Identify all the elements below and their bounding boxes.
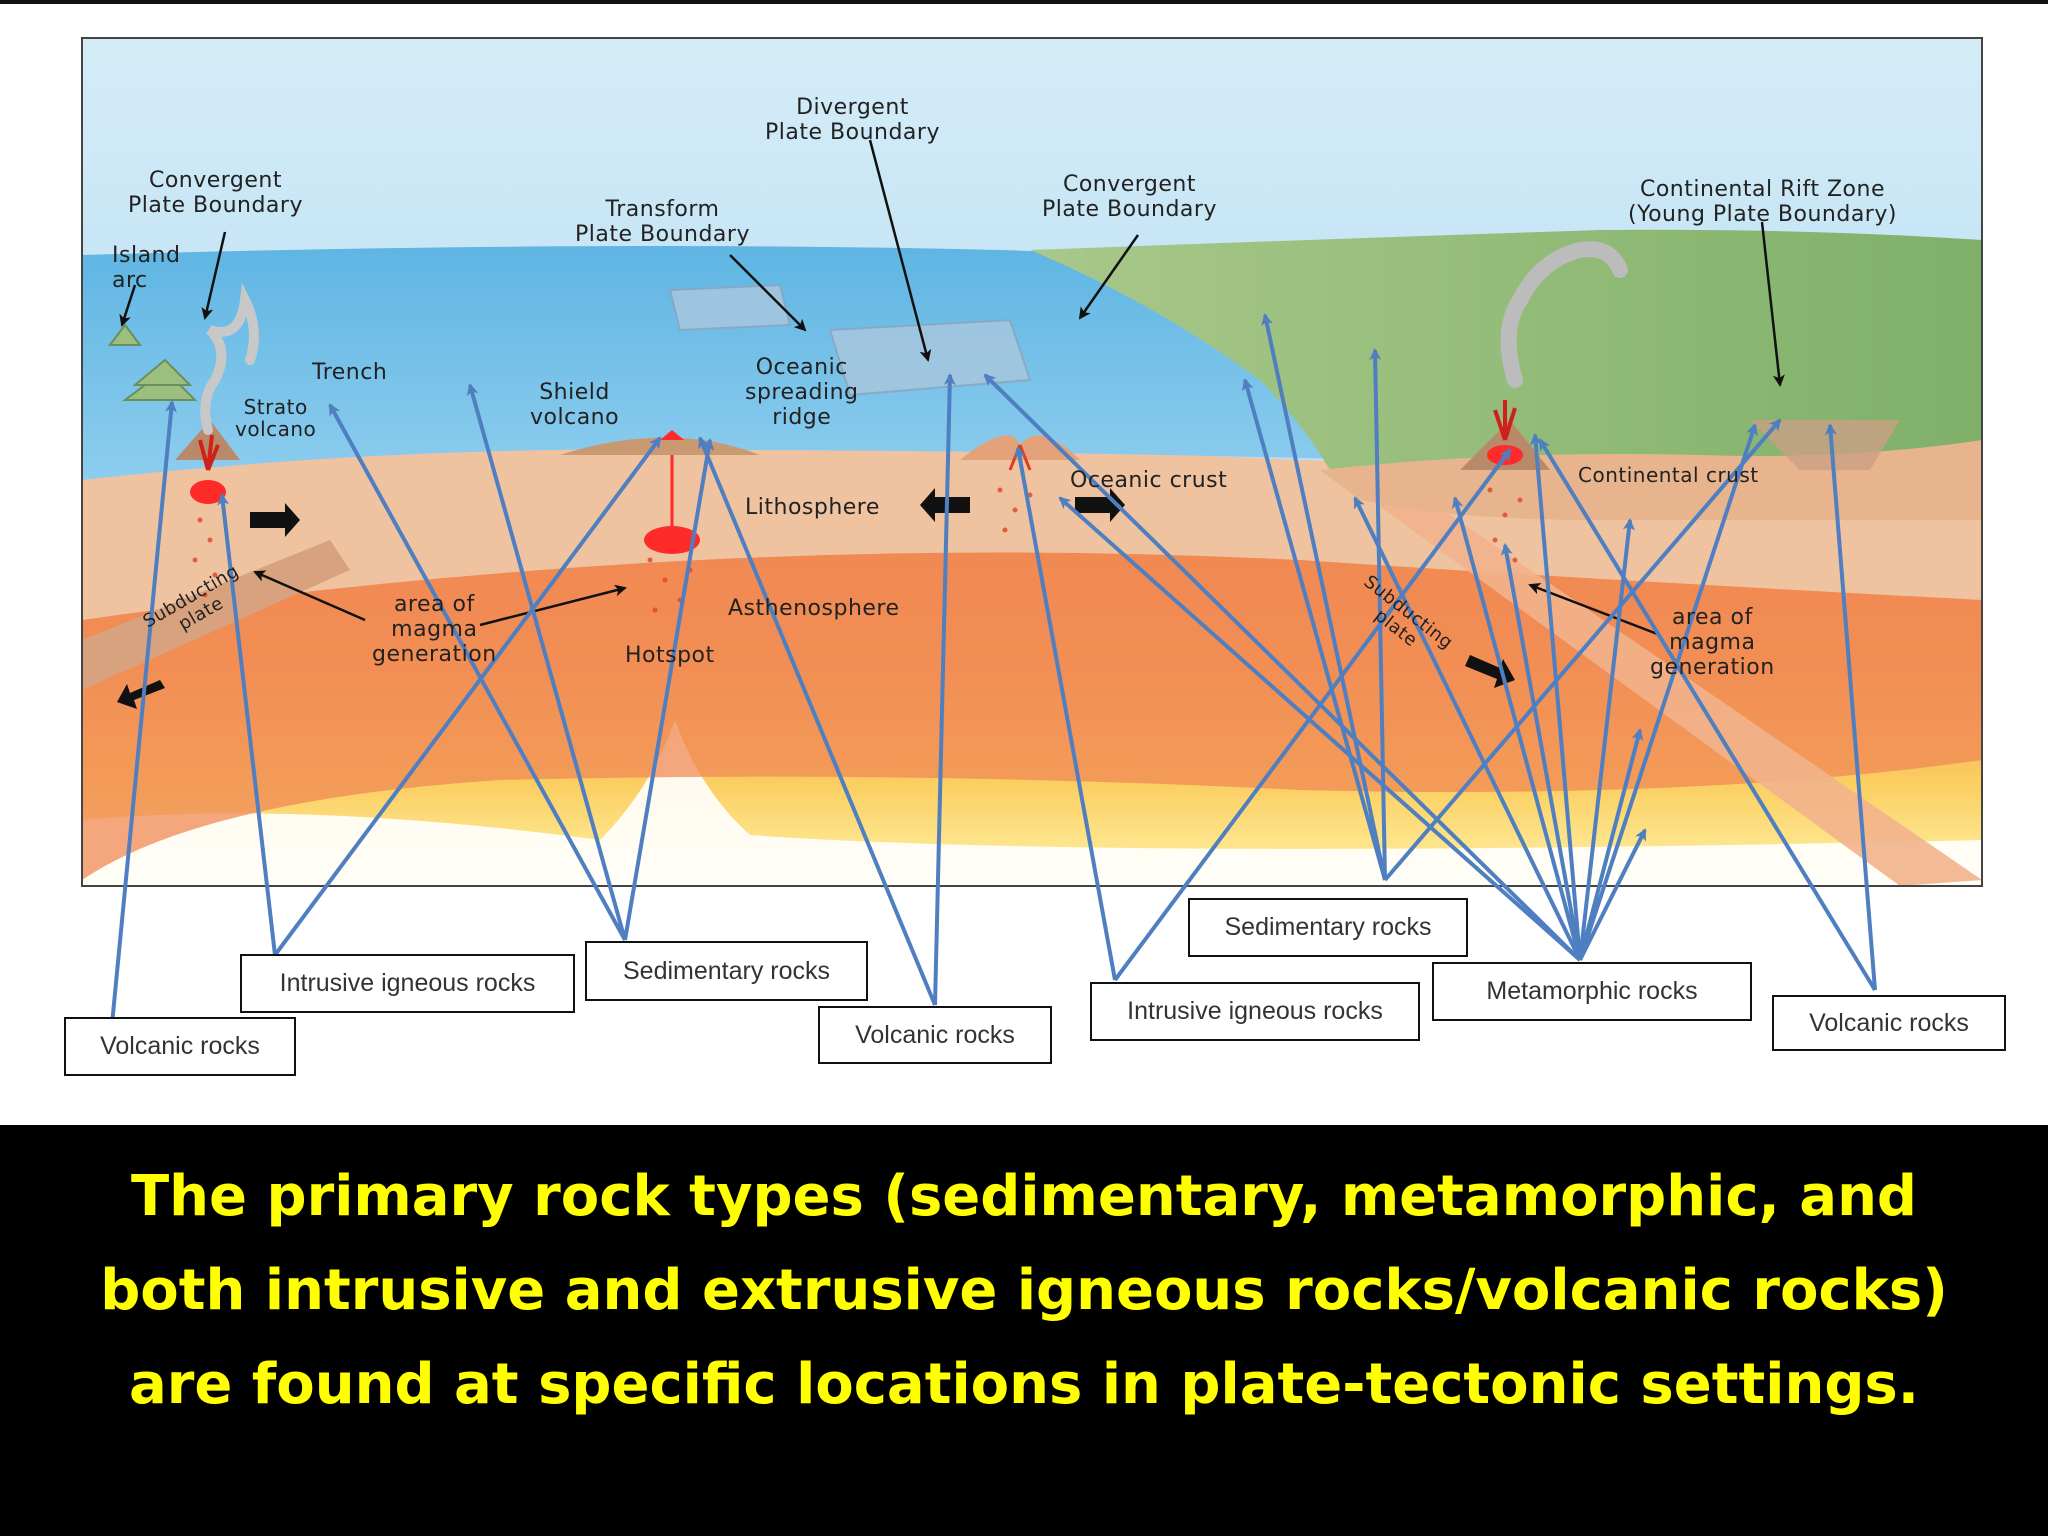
label-hotspot: Hotspot <box>625 643 715 668</box>
label-convergent-right: Convergent Plate Boundary <box>1042 172 1217 222</box>
label-trench: Trench <box>312 360 388 385</box>
ridge-grid <box>668 283 1032 397</box>
caption-line-1: The primary rock types (sedimentary, met… <box>130 1164 1918 1229</box>
rockbox-volcanic-3: Volcanic rocks <box>1772 995 2006 1051</box>
label-strato-volcano: Strato volcano <box>235 395 317 441</box>
rockbox-intrusive-2: Intrusive igneous rocks <box>1090 982 1420 1041</box>
label-oceanic-crust: Oceanic crust <box>1070 468 1228 493</box>
cross-section <box>82 38 1982 886</box>
rockbox-intrusive-1: Intrusive igneous rocks <box>240 954 575 1013</box>
slide-caption: The primary rock types (sedimentary, met… <box>0 1150 2048 1432</box>
hotspot-blob <box>644 526 700 554</box>
label-divergent: Divergent Plate Boundary <box>765 95 940 145</box>
label-asthenosphere: Asthenosphere <box>728 596 900 621</box>
subducting-plate-right <box>1330 460 1982 886</box>
label-magma-left: area of magma generation <box>372 592 497 667</box>
rockbox-sedimentary-2: Sedimentary rocks <box>1188 898 1468 957</box>
label-magma-right: area of magma generation <box>1650 605 1775 680</box>
label-shield-volcano: Shield volcano <box>530 380 620 430</box>
rock-pointer-arrows <box>108 313 1877 1046</box>
caption-line-3: are found at specific locations in plate… <box>128 1352 1920 1417</box>
plate-tectonics-diagram <box>81 37 1983 1046</box>
label-lithosphere: Lithosphere <box>745 495 880 520</box>
label-continental-crust: Continental crust <box>1578 463 1759 487</box>
continental-smoke <box>1500 241 1628 388</box>
strato-volcano <box>175 420 240 460</box>
label-island-arc: Island arc <box>112 243 181 293</box>
label-convergent-left: Convergent Plate Boundary <box>128 168 303 218</box>
label-transform: Transform Plate Boundary <box>575 197 750 247</box>
ocean <box>82 246 1400 480</box>
rockbox-metamorphic: Metamorphic rocks <box>1432 962 1752 1021</box>
island-arc <box>108 323 198 401</box>
top-border <box>0 0 2048 4</box>
strato-smoke <box>200 282 259 435</box>
rift-zone <box>1750 420 1900 470</box>
rockbox-volcanic-1: Volcanic rocks <box>64 1017 296 1076</box>
rockbox-volcanic-2: Volcanic rocks <box>818 1006 1052 1064</box>
caption-line-2: both intrusive and extrusive igneous roc… <box>100 1258 1948 1323</box>
label-pointers <box>119 139 1785 637</box>
magma-left <box>190 480 226 504</box>
label-rift-zone: Continental Rift Zone (Young Plate Bound… <box>1628 177 1897 227</box>
label-oceanic-ridge: Oceanic spreading ridge <box>745 355 859 430</box>
diagram-frame <box>81 37 1983 887</box>
rockbox-sedimentary-1: Sedimentary rocks <box>585 941 868 1001</box>
